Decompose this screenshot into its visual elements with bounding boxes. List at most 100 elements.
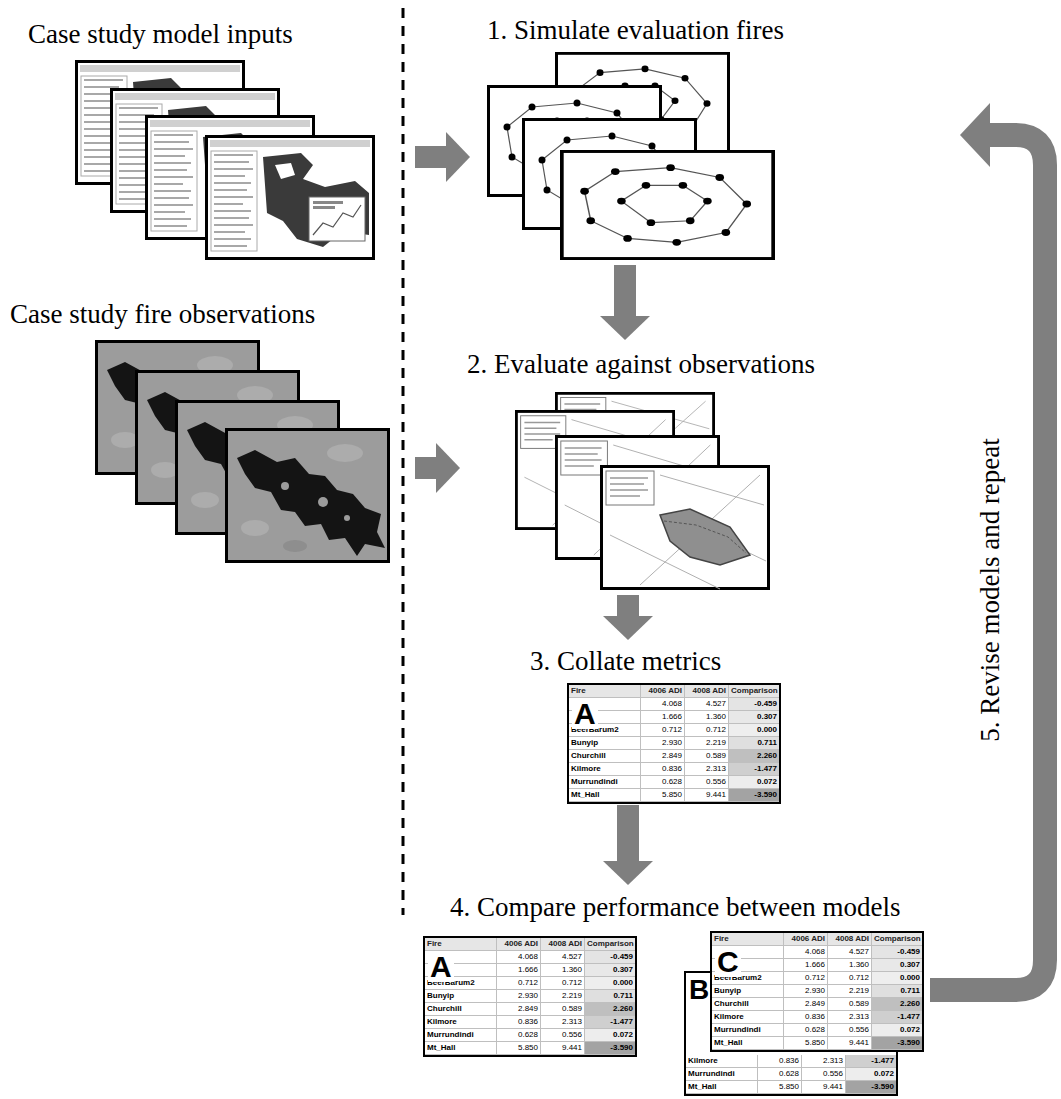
table-cell: 0.072	[846, 1068, 896, 1081]
table-cell: 0.000	[729, 724, 779, 737]
table-cell: 1.360	[541, 964, 585, 977]
step-title: 4. Compare performance between models	[450, 891, 901, 923]
table-header: 4006 ADI	[641, 685, 685, 698]
table-cell: Churchill	[425, 1003, 497, 1016]
arrow-shape	[617, 805, 639, 861]
table-header: Comparison	[729, 685, 779, 698]
loop-arrow	[930, 135, 1045, 990]
table-cell: 2.219	[685, 737, 729, 750]
table-cell: 9.441	[802, 1081, 846, 1094]
step-panel: Case study fire observations	[5, 290, 415, 565]
arrow-shape	[436, 443, 460, 493]
table-cell: Murrundindi	[425, 1029, 497, 1042]
evaluation-frame	[602, 467, 769, 590]
table-cell: 0.712	[685, 724, 729, 737]
table-cell: 2.849	[784, 998, 828, 1011]
arrow-shape	[603, 861, 653, 885]
table-cell: 2.260	[729, 750, 779, 763]
table-cell: Churchill	[712, 998, 784, 1011]
table-header: Fire	[712, 933, 784, 946]
table-cell: -0.459	[585, 951, 635, 964]
table-cell: 5.850	[784, 1037, 828, 1050]
table-cell: 2.313	[828, 1011, 872, 1024]
table-cell: -0.459	[872, 946, 922, 959]
table-cell: -1.477	[729, 763, 779, 776]
table-cell: 4.068	[784, 946, 828, 959]
table-cell: 2.260	[872, 998, 922, 1011]
table-cell: Murrundindi	[686, 1068, 758, 1081]
arrow-shape	[960, 103, 990, 167]
table-cell: 1.360	[685, 711, 729, 724]
table-cell: Kilmore	[686, 1055, 758, 1068]
table-cell: -1.477	[872, 1011, 922, 1024]
table-header: Comparison	[872, 933, 922, 946]
table-cell: -0.459	[729, 698, 779, 711]
table-cell: 9.441	[685, 789, 729, 802]
table-cell: 2.313	[541, 1016, 585, 1029]
flow-arrow	[415, 443, 460, 493]
table-cell: 4.527	[541, 951, 585, 964]
table-cell: 9.441	[828, 1037, 872, 1050]
table-cell: 1.360	[828, 959, 872, 972]
table-cell: 5.850	[758, 1081, 802, 1094]
table-cell: 0.589	[828, 998, 872, 1011]
table-cell: 0.000	[872, 972, 922, 985]
table-cell: Bunyip	[569, 737, 641, 750]
table-cell: Murrundindi	[712, 1024, 784, 1037]
table-cell: 0.072	[872, 1024, 922, 1037]
table-cell: 1.666	[497, 964, 541, 977]
table-cell: 0.712	[641, 724, 685, 737]
table-cell: Kilmore	[712, 1011, 784, 1024]
table-cell: 0.556	[828, 1024, 872, 1037]
table-cell: -3.590	[585, 1042, 635, 1055]
table-cell: 1.666	[784, 959, 828, 972]
step-panel: Case study model inputs	[20, 10, 415, 265]
table-cell: Mt_Hall	[712, 1037, 784, 1050]
table-cell: Churchill	[569, 750, 641, 763]
metrics-table: Fire4006 ADI4008 ADIComparison4.0684.527…	[423, 936, 637, 1057]
table-cell: 0.712	[784, 972, 828, 985]
table-cell: Bunyip	[712, 985, 784, 998]
table-cell: 0.712	[828, 972, 872, 985]
table-cell: Kilmore	[425, 1016, 497, 1029]
arrow-shape	[614, 265, 636, 316]
table-cell: Mt_Hall	[569, 789, 641, 802]
table-cell: 0.836	[497, 1016, 541, 1029]
table-cell: -3.590	[872, 1037, 922, 1050]
loop-label: 5. Revise models and repeat	[975, 438, 1005, 742]
table-cell: 2.930	[784, 985, 828, 998]
table-header: 4006 ADI	[497, 938, 541, 951]
table-cell: 0.072	[585, 1029, 635, 1042]
table-cell: 0.307	[872, 959, 922, 972]
table-cell: 5.850	[641, 789, 685, 802]
table-letter: B	[687, 976, 711, 1004]
step-panel: 3. Collate metricsFire4006 ADI4008 ADICo…	[525, 640, 785, 805]
table-cell: Murrundindi	[569, 776, 641, 789]
table-cell: 0.712	[497, 977, 541, 990]
table-cell: 0.556	[685, 776, 729, 789]
table-header: 4008 ADI	[541, 938, 585, 951]
table-cell: 4.068	[641, 698, 685, 711]
table-cell: 0.628	[641, 776, 685, 789]
table-cell: Bunyip	[425, 990, 497, 1003]
table-cell: 0.000	[585, 977, 635, 990]
step-panel: 2. Evaluate against observations	[460, 340, 900, 595]
table-cell: 2.313	[802, 1055, 846, 1068]
table-cell: 5.850	[497, 1042, 541, 1055]
table-header: Fire	[425, 938, 497, 951]
table-cell: 0.628	[758, 1068, 802, 1081]
table-cell: Mt_Hall	[425, 1042, 497, 1055]
step-panel: 4. Compare performance between modelsFir…	[418, 885, 930, 1099]
flow-arrow	[603, 595, 653, 640]
arrow-shape	[600, 316, 650, 340]
metrics-table: Fire4006 ADI4008 ADIComparison4.0684.527…	[710, 931, 924, 1052]
table-header: 4008 ADI	[685, 685, 729, 698]
table-cell: 0.836	[758, 1055, 802, 1068]
arrow-shape	[415, 457, 436, 479]
table-cell: 2.219	[541, 990, 585, 1003]
table-cell: 0.836	[641, 763, 685, 776]
table-cell: 0.836	[784, 1011, 828, 1024]
table-header: Fire	[569, 685, 641, 698]
table-cell: 0.072	[729, 776, 779, 789]
